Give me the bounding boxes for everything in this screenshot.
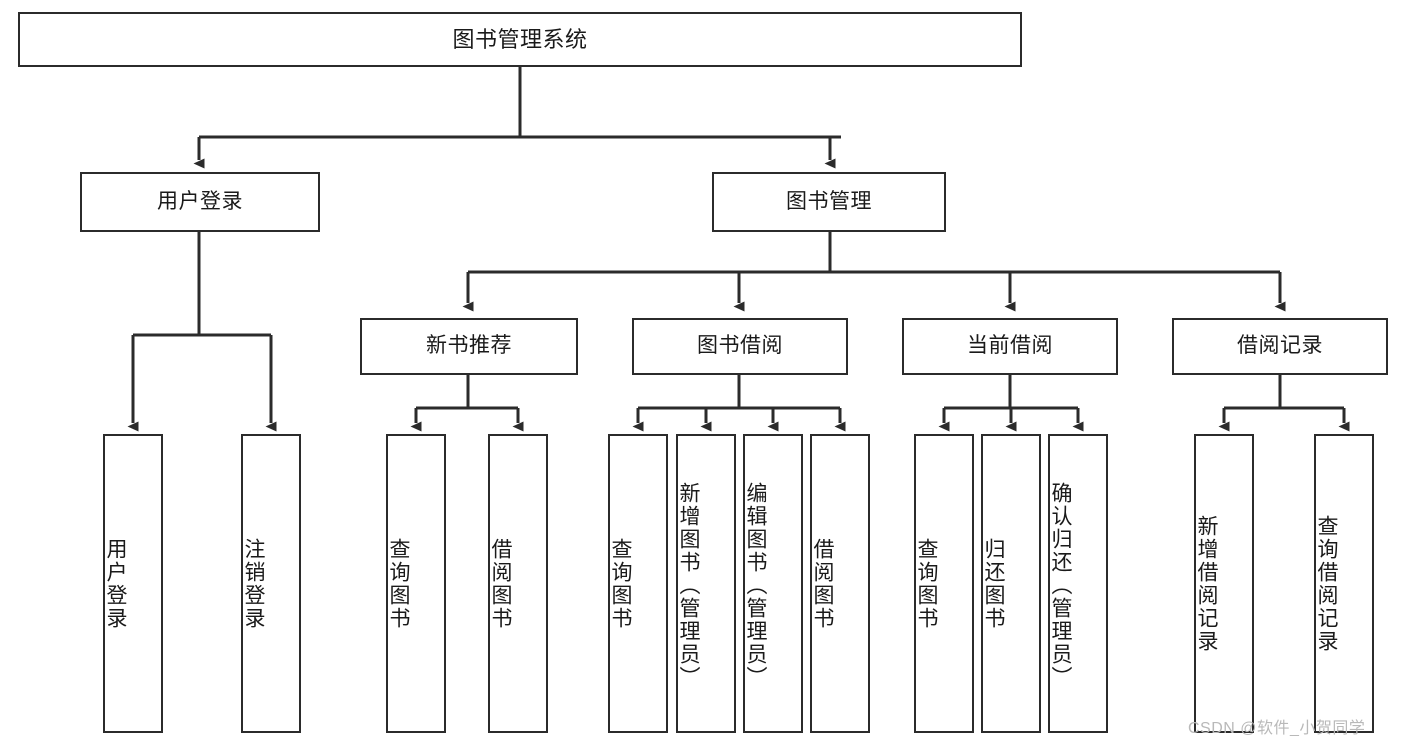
leaf-user-login[interactable]: 用户登录: [103, 434, 163, 733]
node-label: 归还图书: [982, 537, 1005, 630]
node-borrow-record[interactable]: 借阅记录: [1172, 318, 1388, 375]
node-label: 用户登录: [104, 537, 127, 630]
node-label: 新增图书（管理员）: [677, 482, 700, 689]
node-label: 借阅图书: [489, 537, 512, 630]
node-current-borrow[interactable]: 当前借阅: [902, 318, 1118, 375]
node-label: 查询图书: [915, 537, 938, 630]
node-label: 查询图书: [387, 537, 410, 630]
node-label: 确认归还（管理员）: [1049, 482, 1072, 689]
node-label: 新书推荐: [426, 334, 512, 358]
leaf-query-borrow-record[interactable]: 查询借阅记录: [1314, 434, 1374, 733]
node-label: 图书管理: [786, 189, 872, 213]
leaf-confirm-return-admin[interactable]: 确认归还（管理员）: [1048, 434, 1108, 733]
node-label: 图书借阅: [697, 334, 783, 358]
leaf-add-book-admin[interactable]: 新增图书（管理员）: [676, 434, 736, 733]
leaf-borrow-book-recommend[interactable]: 借阅图书: [488, 434, 548, 733]
node-label: 查询图书: [609, 537, 632, 630]
node-label: 注销登录: [242, 537, 265, 630]
leaf-query-book-borrow[interactable]: 查询图书: [608, 434, 668, 733]
csdn-watermark: CSDN @软件_小贺同学: [1188, 720, 1366, 737]
node-label: 用户登录: [157, 189, 243, 213]
node-root-system[interactable]: 图书管理系统: [18, 12, 1022, 67]
node-label: 编辑图书（管理员）: [744, 482, 767, 689]
node-label: 当前借阅: [967, 334, 1053, 358]
node-label: 图书管理系统: [452, 26, 588, 52]
leaf-add-borrow-record[interactable]: 新增借阅记录: [1194, 434, 1254, 733]
node-book-management[interactable]: 图书管理: [712, 172, 946, 232]
node-book-borrow[interactable]: 图书借阅: [632, 318, 848, 375]
node-user-login[interactable]: 用户登录: [80, 172, 320, 232]
node-label: 借阅记录: [1237, 334, 1323, 358]
leaf-edit-book-admin[interactable]: 编辑图书（管理员）: [743, 434, 803, 733]
node-label: 新增借阅记录: [1195, 514, 1218, 653]
leaf-query-book-recommend[interactable]: 查询图书: [386, 434, 446, 733]
leaf-user-logout[interactable]: 注销登录: [241, 434, 301, 733]
leaf-borrow-book[interactable]: 借阅图书: [810, 434, 870, 733]
leaf-return-book[interactable]: 归还图书: [981, 434, 1041, 733]
leaf-query-book-current[interactable]: 查询图书: [914, 434, 974, 733]
node-new-book-recommend[interactable]: 新书推荐: [360, 318, 578, 375]
node-label: 借阅图书: [811, 537, 834, 630]
node-label: 查询借阅记录: [1315, 514, 1338, 653]
